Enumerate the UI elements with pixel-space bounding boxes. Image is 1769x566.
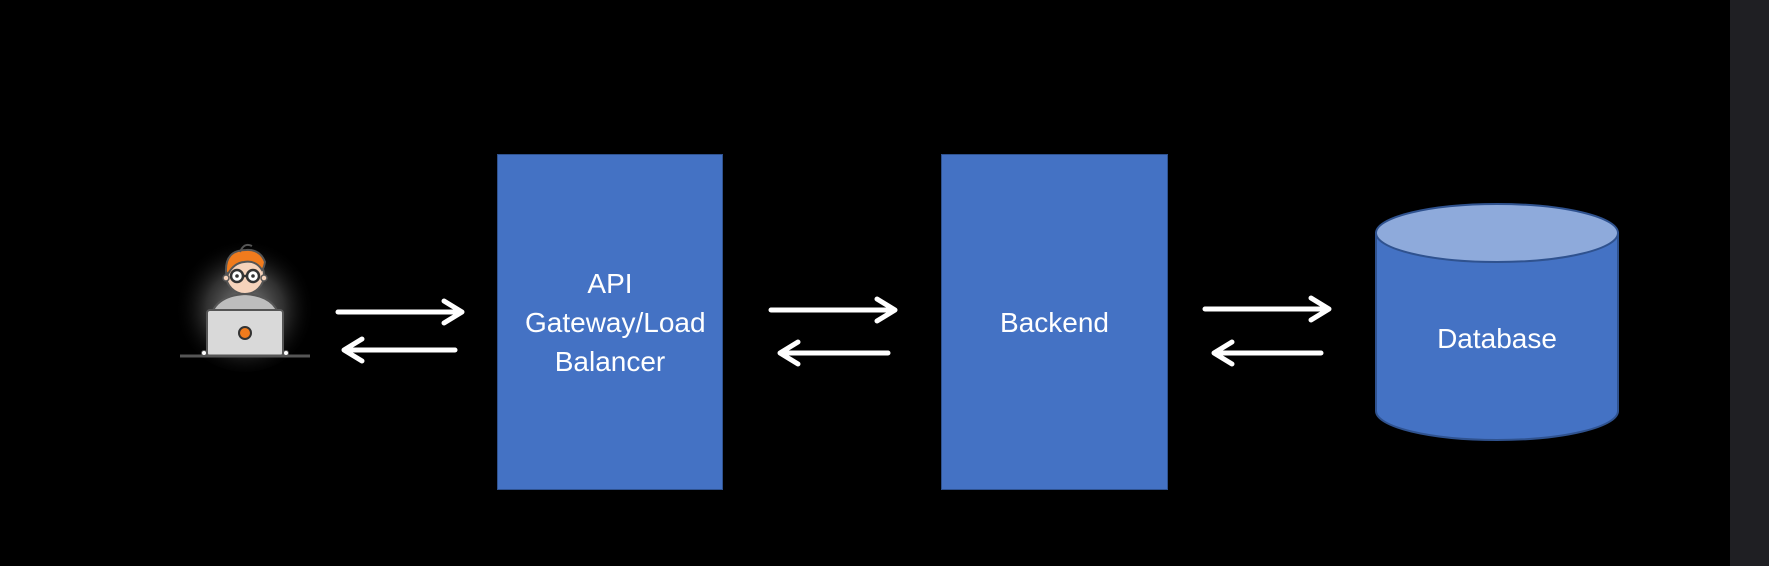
- arrow-database-to-backend: [1211, 339, 1324, 367]
- database-node: Database: [1374, 201, 1620, 442]
- arrow-api-to-user: [341, 336, 458, 364]
- backend-node: Backend: [941, 154, 1168, 490]
- api-gateway-node: API Gateway/Load Balancer: [497, 154, 723, 490]
- right-edge-strip: [1730, 0, 1769, 566]
- database-cylinder-icon: [1375, 203, 1619, 441]
- backend-label: Backend: [1000, 306, 1109, 338]
- arrow-backend-to-api: [777, 339, 891, 367]
- arrow-backend-to-database: [1202, 295, 1332, 323]
- arrow-api-to-backend: [768, 296, 898, 324]
- user-icon: [170, 222, 320, 372]
- api-gateway-label: API Gateway/Load Balancer: [525, 267, 706, 377]
- database-label: Database: [1437, 323, 1557, 354]
- arrow-user-to-api: [335, 298, 465, 326]
